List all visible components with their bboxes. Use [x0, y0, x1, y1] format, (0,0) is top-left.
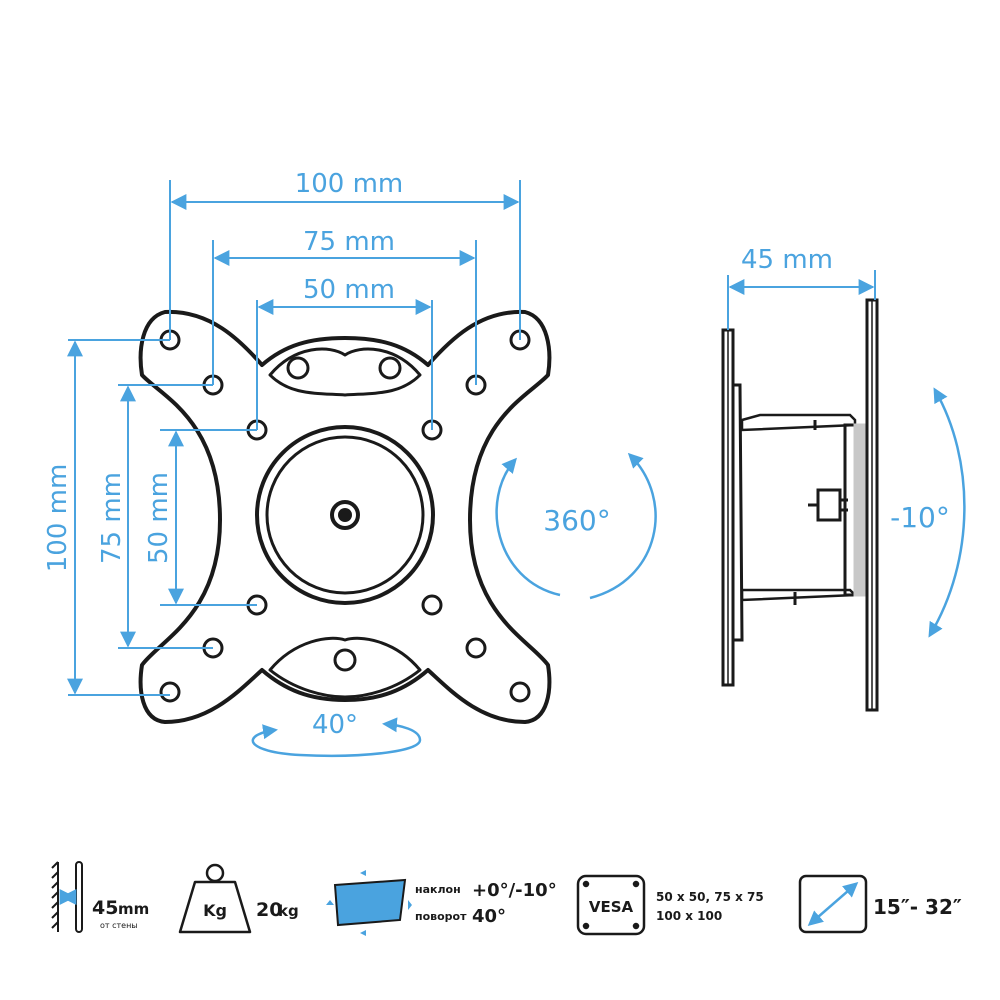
pivot-40-label: 40°	[312, 710, 358, 740]
vesa-label: VESA	[589, 898, 634, 916]
tilt-spec-label: наклон	[415, 883, 461, 896]
horizontal-dimensions	[169, 180, 521, 430]
side-depth-label: 45 mm	[741, 245, 833, 275]
pivot-40-arrow	[251, 717, 422, 758]
front-v-100-label: 100 mm	[43, 464, 73, 573]
turn-spec-value: 40°	[472, 906, 506, 927]
screen-diagonal-icon	[798, 874, 868, 934]
weight-unit: kg	[278, 902, 299, 920]
weight-icon	[178, 863, 252, 934]
swivel-360-arrows	[495, 452, 657, 600]
tilt-label: -10°	[890, 501, 950, 534]
wall-depth-icon	[51, 861, 83, 933]
front-plate	[138, 309, 552, 724]
tilt-swivel-icon	[326, 870, 412, 936]
front-v-50-label: 50 mm	[144, 472, 174, 564]
front-h-50-label: 50 mm	[303, 275, 395, 305]
depth-caption: от стены	[100, 921, 138, 930]
swivel-360-label: 360°	[543, 504, 610, 537]
weight-icon-label: Kg	[203, 901, 227, 920]
vesa-sizes-line1: 50 x 50, 75 x 75	[656, 890, 764, 904]
tilt-arrow	[928, 387, 966, 638]
weight-value: 20	[256, 899, 282, 921]
depth-unit: mm	[118, 900, 149, 918]
front-h-100-label: 100 mm	[295, 169, 404, 199]
side-view	[721, 298, 879, 712]
depth-value: 45	[92, 897, 118, 919]
front-h-75-label: 75 mm	[303, 227, 395, 257]
vesa-icon	[576, 874, 646, 936]
side-depth-dimension	[727, 270, 876, 330]
vesa-sizes-line2: 100 x 100	[656, 909, 722, 923]
turn-spec-label: поворот	[415, 910, 467, 923]
screen-range-value: 15″- 32″	[873, 895, 962, 919]
tilt-spec-value: +0°/-10°	[472, 880, 557, 901]
vertical-dimensions	[67, 339, 257, 696]
front-v-75-label: 75 mm	[97, 472, 127, 564]
